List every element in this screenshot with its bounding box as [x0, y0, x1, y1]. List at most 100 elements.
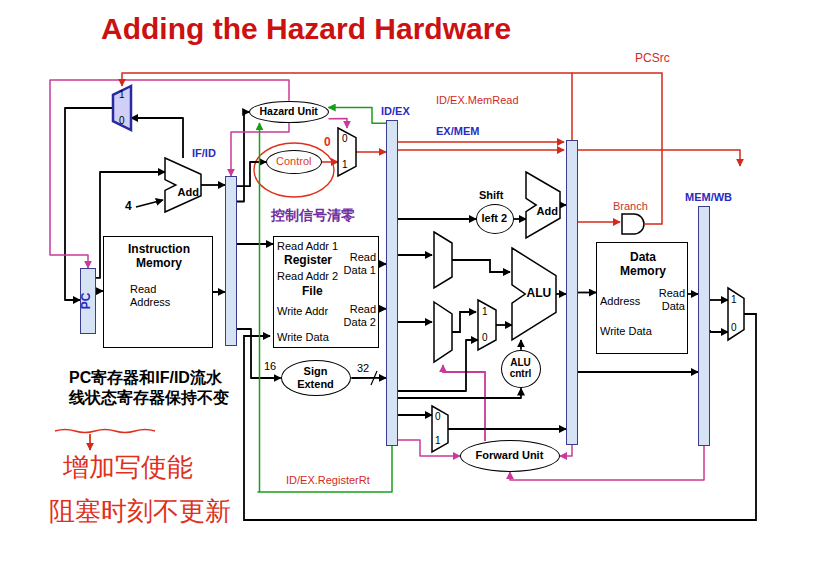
wire: [398, 321, 432, 323]
wire: [398, 254, 432, 256]
node-text: Control: [276, 155, 311, 168]
register-file: Read Addr 1RegisterRead Addr 2FileWrite …: [273, 236, 379, 348]
node-text: Add: [178, 186, 199, 199]
alu-control: ALU cntrl: [501, 350, 542, 389]
wire: [452, 312, 476, 332]
handwritten-underline: [55, 430, 155, 433]
mem-wb-register: MEM/WB: [698, 206, 710, 446]
hazard-unit: Hazard Unit: [249, 101, 328, 123]
pc-adder: Add: [165, 158, 201, 212]
node-text: Add: [537, 205, 558, 218]
node-text: Write Addr: [277, 305, 328, 318]
node-heading: IF/ID: [192, 147, 216, 160]
shift-left-2: Shiftleft 2: [476, 204, 514, 234]
shape-outline: [526, 172, 560, 238]
signal-name: ID/EX.RegisterRt: [285, 474, 371, 487]
node-text: 1: [119, 89, 125, 101]
shape-outline: [165, 158, 201, 212]
node-text: PC: [80, 292, 94, 309]
slide-title: Adding the Hazard Hardware: [100, 12, 512, 47]
mem-to-reg-mux: 10: [728, 288, 744, 340]
handwritten-note: 阻塞时刻不更新: [48, 497, 232, 527]
ex-mem-register: EX/MEM: [566, 140, 578, 445]
forward-mux-b: [434, 302, 452, 362]
annotation: PC寄存器和IF/ID流水线状态寄存器保持不变: [68, 368, 230, 408]
node-text: Data Memory: [613, 251, 673, 279]
handwritten-note: 0: [323, 136, 332, 150]
annotation: 控制信号清零: [270, 207, 356, 223]
signal-name: ID/EX.MemRead: [435, 94, 520, 107]
node-text: 0: [731, 322, 737, 334]
control-mux: 01: [338, 128, 356, 176]
connector: [520, 340, 522, 350]
connector: [710, 330, 728, 332]
node-text: 1: [482, 306, 488, 318]
node-text: Address: [600, 295, 640, 308]
branch-adder: Add: [526, 172, 560, 238]
shape-outline: [728, 288, 744, 340]
signal-name: Branch: [612, 200, 649, 213]
connector: [398, 388, 521, 398]
connector: [237, 243, 273, 245]
instruction-memory: Instruction MemoryRead Address: [103, 236, 213, 348]
constant-value: 4: [124, 200, 133, 214]
connector: [122, 73, 572, 140]
id-ex-register: ID/EX: [386, 120, 398, 446]
node-text: Sign Extend: [294, 365, 336, 390]
node-text: Instruction Memory: [109, 243, 209, 271]
connector: [379, 263, 386, 265]
connector: [258, 123, 392, 492]
shape-outline: [432, 406, 448, 452]
node-text: Read Data 1: [340, 251, 376, 276]
connector: [237, 112, 249, 202]
connector: [398, 440, 460, 456]
node-text: Read Data: [647, 287, 685, 312]
node-text: 1: [342, 159, 348, 171]
node-text: Read Addr 1: [277, 240, 338, 253]
and-gate: [622, 214, 644, 234]
connector: [496, 324, 512, 326]
handwritten-note: 增加写使能: [62, 453, 194, 483]
connector: [322, 161, 338, 163]
node-text: Register: [284, 254, 332, 268]
forward-unit: Forward Unit: [460, 440, 560, 472]
control-unit: Control: [266, 150, 322, 174]
connector: [556, 293, 566, 295]
connector: [688, 293, 698, 295]
connector: [398, 414, 432, 416]
if-id-register: IF/ID: [225, 176, 237, 346]
connector: [329, 108, 387, 124]
forward-mux-a: [434, 232, 452, 288]
connector: [379, 308, 386, 310]
connector: [398, 340, 478, 391]
connector: [710, 299, 728, 301]
node-text: 1: [731, 294, 737, 306]
wire: [452, 260, 510, 272]
node-heading: EX/MEM: [436, 125, 479, 138]
connector: [560, 445, 572, 456]
connector: [448, 428, 566, 430]
control-wire: [398, 149, 564, 151]
pc-register: PC: [80, 268, 96, 334]
node-text: left 2: [482, 212, 508, 225]
control-wire: [398, 141, 564, 143]
connector: [514, 218, 526, 220]
bus-width: 16: [263, 360, 277, 373]
node-text: 0: [482, 332, 488, 344]
connector: [398, 218, 476, 220]
node-text: 0: [435, 411, 441, 423]
node-text: Write Data: [277, 331, 329, 344]
node-text: Read Data 2: [340, 303, 376, 328]
connector: [351, 377, 386, 379]
wire: [136, 200, 163, 207]
reg-dst-mux: 01: [432, 406, 448, 452]
handwritten-circle: [254, 143, 334, 197]
node-text: ALU: [527, 287, 552, 301]
pcsrc-mux: 10: [113, 86, 131, 130]
shape-outline: [338, 128, 356, 176]
node-heading: MEM/WB: [685, 191, 732, 204]
node-text: Read Addr 2: [277, 270, 338, 283]
node-text: Write Data: [600, 325, 652, 338]
connector: [131, 118, 183, 158]
